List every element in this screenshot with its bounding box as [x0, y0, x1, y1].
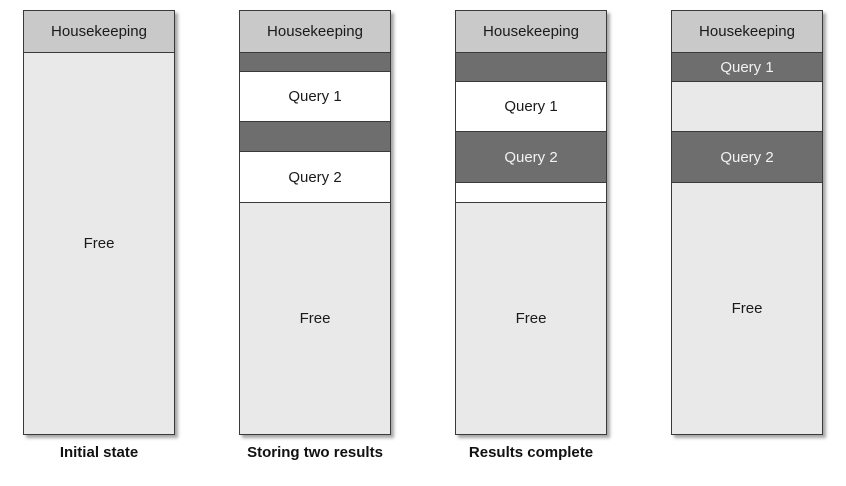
query1-block: Query 1	[456, 82, 606, 132]
query1-label: Query 1	[720, 58, 774, 76]
free-block: Free	[24, 53, 174, 434]
memory-column-initial: Housekeeping Free	[23, 10, 175, 435]
housekeeping-label: Housekeeping	[51, 23, 147, 40]
free-block: Free	[240, 203, 390, 434]
free-label: Free	[299, 310, 331, 327]
housekeeping-label: Housekeeping	[483, 23, 579, 40]
query1-header-block	[240, 53, 390, 72]
free-block: Free	[672, 183, 822, 434]
memory-stack: Housekeeping Query 1 Query 2 Free	[239, 10, 391, 435]
query1-header-block	[456, 53, 606, 82]
housekeeping-block: Housekeeping	[240, 11, 390, 53]
housekeeping-block: Housekeeping	[672, 11, 822, 53]
housekeeping-block: Housekeeping	[24, 11, 174, 53]
caption-results-complete: Results complete	[468, 444, 594, 461]
housekeeping-block: Housekeeping	[456, 11, 606, 53]
housekeeping-label: Housekeeping	[699, 23, 795, 40]
unused-block	[456, 183, 606, 203]
free-label: Free	[83, 235, 115, 252]
caption-initial-state: Initial state	[59, 444, 139, 461]
memory-stack: Housekeeping Query 1 Query 2 Free	[671, 10, 823, 435]
free-block: Free	[456, 203, 606, 434]
freed-block	[672, 82, 822, 132]
caption-storing-two-results: Storing two results	[247, 444, 383, 461]
query2-label: Query 2	[288, 168, 342, 186]
query2-block: Query 2	[240, 152, 390, 203]
query1-label: Query 1	[288, 88, 342, 105]
query2-block: Query 2	[672, 132, 822, 183]
query2-header-block	[240, 122, 390, 152]
query1-block: Query 1	[672, 53, 822, 82]
query2-block: Query 2	[456, 132, 606, 183]
free-label: Free	[731, 300, 763, 317]
memory-column-results-complete: Housekeeping Query 1 Query 2 Free	[455, 10, 607, 435]
memory-stack: Housekeeping Query 1 Query 2 Free	[455, 10, 607, 435]
query1-block: Query 1	[240, 72, 390, 122]
query1-label: Query 1	[504, 98, 558, 115]
memory-stack: Housekeeping Free	[23, 10, 175, 435]
memory-column-storing: Housekeeping Query 1 Query 2 Free	[239, 10, 391, 435]
housekeeping-label: Housekeeping	[267, 23, 363, 40]
query2-label: Query 2	[504, 148, 558, 166]
free-label: Free	[515, 310, 547, 327]
memory-column-final: Housekeeping Query 1 Query 2 Free	[671, 10, 823, 435]
query2-label: Query 2	[720, 148, 774, 166]
